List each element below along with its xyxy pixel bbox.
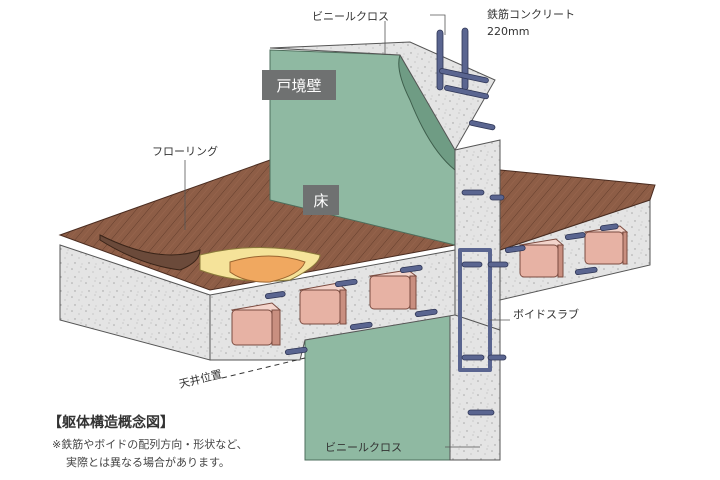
orange-layer [229, 255, 306, 283]
rebar-horizontal [439, 68, 489, 84]
rebar-vertical [436, 29, 444, 91]
caption-note-1: ※鉄筋やボイドの配列方向・形状など、 [52, 437, 248, 451]
rebar-vertical [461, 27, 469, 91]
floor-tag-bg [303, 185, 339, 215]
label-vinyl-top: ビニールクロス [312, 10, 389, 23]
leader-rc [430, 14, 446, 35]
label-flooring: フローリング [152, 144, 218, 158]
floor-tag: 床 [313, 192, 328, 210]
floor-layers [99, 234, 321, 283]
rebar-horizontal [469, 120, 496, 131]
rebar-horizontal [444, 85, 489, 100]
joint-rebar [461, 261, 509, 361]
label-vinyl-bottom: ビニールクロス [325, 441, 402, 454]
flooring-curl [99, 234, 201, 271]
wall-tag: 戸境壁 [276, 77, 321, 95]
void-block [368, 269, 418, 310]
rebar-end [489, 194, 505, 201]
label-void-slab: ボイドスラブ [513, 307, 579, 321]
void-block [298, 282, 348, 325]
void-block [230, 302, 282, 346]
slab-rebar [264, 223, 619, 356]
caption-title: 【躯体構造概念図】 [48, 414, 174, 431]
caption-note-2: 実際とは異なる場合があります。 [66, 455, 230, 469]
void-group [230, 225, 629, 346]
ceiling-line [221, 357, 306, 379]
label-rc: 鉄筋コンクリート [487, 7, 575, 21]
lower-wall-concrete [449, 307, 501, 461]
lower-wall [304, 307, 501, 461]
void-block [518, 238, 565, 278]
wall-tag-bg [262, 70, 336, 100]
rebar-end [461, 189, 485, 196]
rebar-end [467, 409, 495, 416]
label-rc-thickness: 220mm [487, 25, 529, 38]
void-block [583, 225, 629, 265]
stirrup [458, 248, 492, 372]
wall-rebar [436, 27, 505, 416]
label-ceiling: 天井位置 [177, 367, 223, 391]
